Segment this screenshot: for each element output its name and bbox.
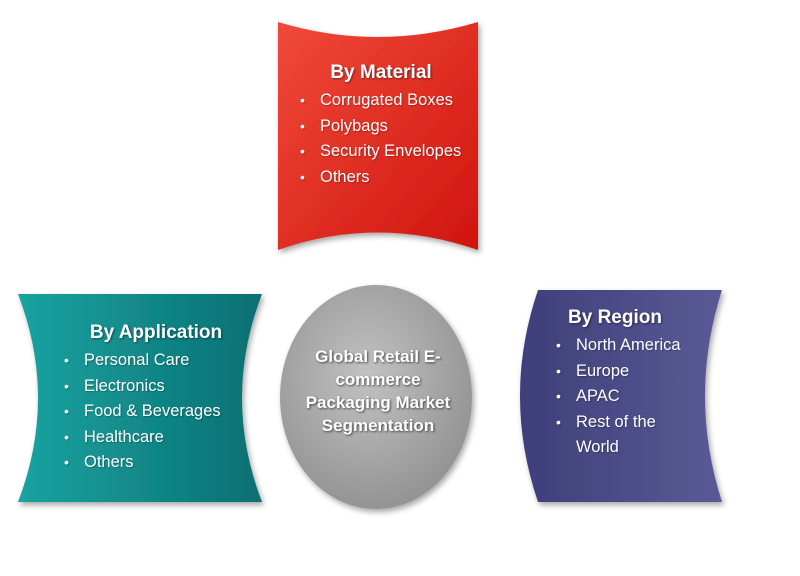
application-title: By Application	[89, 322, 223, 343]
list-item: Corrugated Boxes	[292, 88, 470, 114]
list-item: Security Envelopes	[292, 139, 470, 165]
list-item: Polybags	[292, 114, 470, 140]
list-item: Rest of the World	[548, 410, 688, 461]
center-title-line: Packaging Market	[305, 393, 451, 412]
center-title: Global Retail E- commerce Packaging Mark…	[288, 345, 468, 437]
center-title-line: Global Retail E-	[315, 347, 441, 366]
material-list: Corrugated Boxes Polybags Security Envel…	[292, 88, 470, 190]
material-panel: By Material Corrugated Boxes Polybags Se…	[292, 62, 470, 190]
list-item: Personal Care	[56, 348, 256, 374]
list-item: Healthcare	[56, 425, 256, 451]
application-list: Personal Care Electronics Food & Beverag…	[56, 348, 256, 476]
region-list: North America Europe APAC Rest of the Wo…	[548, 333, 688, 461]
center-title-line: commerce	[335, 370, 421, 389]
region-title: By Region	[568, 307, 662, 328]
center-title-line: Segmentation	[321, 416, 435, 435]
list-item: Others	[292, 165, 470, 191]
list-item: Others	[56, 450, 256, 476]
application-panel: By Application Personal Care Electronics…	[56, 322, 256, 476]
list-item: Food & Beverages	[56, 399, 256, 425]
list-item: APAC	[548, 384, 688, 410]
region-panel: By Region North America Europe APAC Rest…	[548, 307, 688, 461]
list-item: North America	[548, 333, 688, 359]
list-item: Electronics	[56, 374, 256, 400]
center-ellipse	[280, 285, 472, 509]
list-item: Europe	[548, 359, 688, 385]
material-title: By Material	[330, 62, 432, 83]
